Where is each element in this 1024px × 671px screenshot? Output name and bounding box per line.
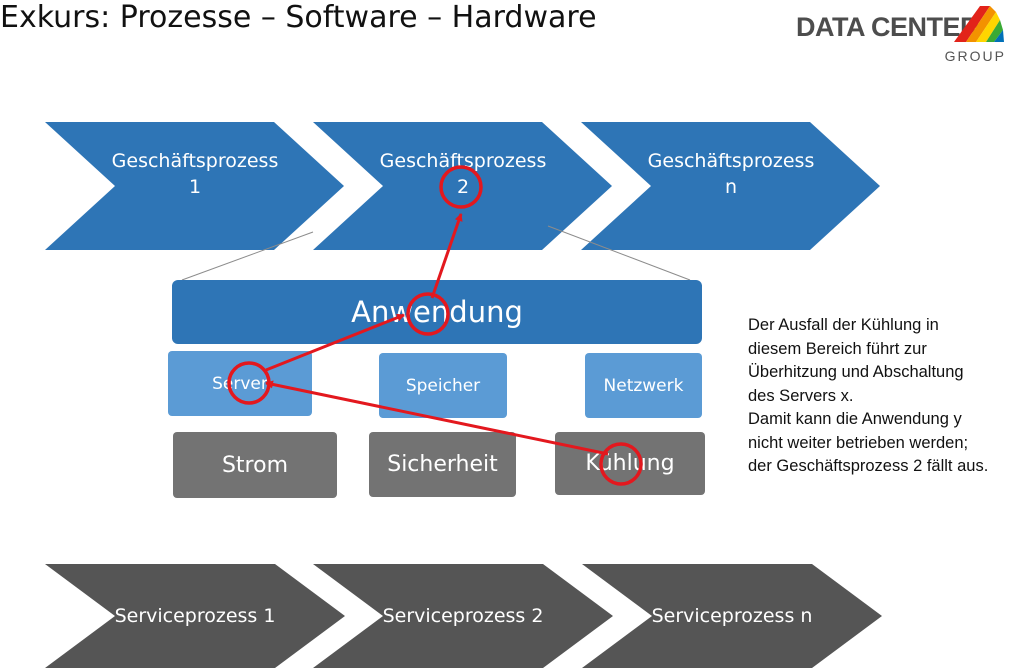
service-process-chevron-2: [313, 564, 613, 668]
business-process-chevron-1: [45, 122, 344, 250]
service-process-1-label: Serviceprozess 1: [114, 605, 276, 627]
business-process-1-label: Geschäftsprozess 1: [112, 144, 279, 204]
zoom-line-right: [547, 225, 691, 281]
power-label: Strom: [221, 452, 289, 478]
highlight-circle-server: [227, 361, 271, 405]
business-process-n-title: Geschäftsprozess: [647, 150, 815, 172]
highlight-circle-application: [406, 292, 450, 336]
note-line: der Geschäftsprozess 2 fällt aus.: [748, 457, 989, 475]
security-label: Sicherheit: [387, 452, 498, 477]
network-label: Netzwerk: [603, 375, 684, 396]
server-label: Server: [212, 373, 268, 394]
business-process-2-number: 2: [456, 176, 470, 198]
service-process-chevron-n: [582, 564, 882, 668]
business-process-n-label: Geschäftsprozess n: [648, 144, 815, 204]
storage-box: [379, 353, 507, 418]
highlight-circle-process-2: [439, 165, 483, 209]
business-process-n-number: n: [724, 176, 738, 198]
note-line: Damit kann die Anwendung y: [748, 410, 962, 428]
logo-main-text: DATA CENTER: [796, 12, 980, 42]
logo-sub-text: GROUP: [944, 48, 1006, 64]
security-box: [369, 432, 516, 497]
power-box: [173, 432, 337, 498]
note-line: diesem Bereich führt zur: [748, 339, 927, 358]
application-bar: [172, 280, 702, 344]
arrow-server-to-application: [265, 313, 405, 372]
storage-label: Speicher: [405, 375, 481, 396]
zoom-line-left: [181, 231, 314, 281]
note-line: Der Ausfall der Kühlung in: [748, 316, 939, 334]
service-process-n-label: Serviceprozess n: [651, 605, 813, 627]
network-box: [585, 353, 702, 418]
service-process-2-label: Serviceprozess 2: [382, 605, 544, 627]
service-process-chevron-1: [45, 564, 345, 668]
failure-explanation-note: Der Ausfall der Kühlung in diesem Bereic…: [748, 314, 1024, 479]
highlight-circle-cooling: [599, 442, 643, 486]
business-process-chevron-2: [313, 122, 612, 250]
business-process-2-title: Geschäftsprozess: [379, 150, 547, 172]
page-title: Exkurs: Prozesse – Software – Hardware: [0, 0, 597, 35]
business-process-1-title: Geschäftsprozess: [111, 150, 279, 172]
business-process-2-label: Geschäftsprozess 2: [380, 144, 547, 204]
arrow-cooling-to-server: [265, 380, 609, 456]
note-line: des Servers x.: [748, 386, 854, 405]
business-process-chevron-n: [581, 122, 880, 250]
arrow-application-to-process-2: [430, 213, 463, 299]
note-line: nicht weiter betrieben werden;: [748, 433, 969, 452]
data-center-group-logo: DATA CENTER GROUP: [796, 6, 1010, 66]
cooling-box: [555, 432, 705, 495]
logo-color-wedge-icon: [954, 6, 1004, 42]
business-process-1-number: 1: [188, 176, 202, 198]
note-line: Überhitzung und Abschaltung: [748, 363, 964, 381]
